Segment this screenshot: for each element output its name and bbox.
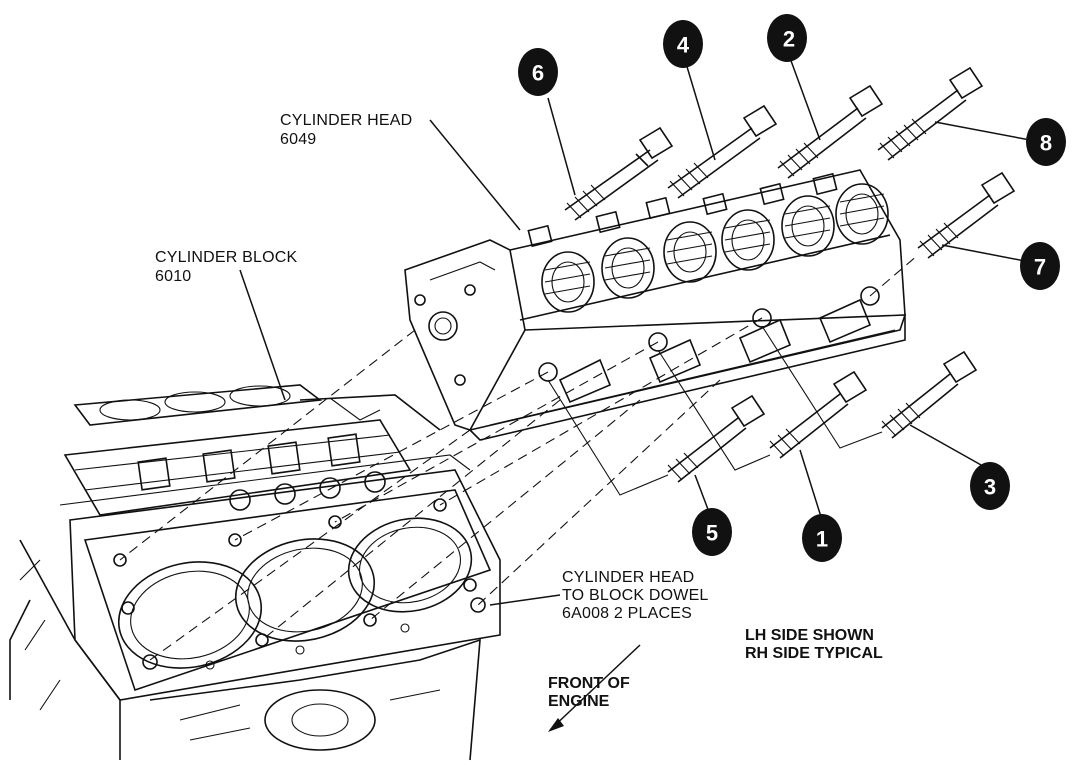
- badge-label-7: 7: [1034, 255, 1046, 280]
- badge-label-2: 2: [783, 27, 795, 52]
- dowel-label-line2: TO BLOCK DOWEL: [562, 587, 709, 604]
- bolt-badge-6: 6: [518, 48, 558, 96]
- head-bolt-7: [917, 171, 1016, 259]
- badge-label-1: 1: [816, 527, 828, 552]
- head-bolt-3: [881, 350, 978, 439]
- cylinder-head-title: CYLINDER HEAD: [280, 112, 412, 129]
- badge-label-8: 8: [1040, 131, 1052, 156]
- bolt-badge-7: 7: [1020, 242, 1060, 290]
- badge-label-3: 3: [984, 475, 996, 500]
- side-note-line2: RH SIDE TYPICAL: [745, 645, 883, 662]
- bolt-badge-8: 8: [1026, 118, 1066, 166]
- callout-labels: CYLINDER HEAD 6049 CYLINDER BLOCK 6010 C…: [155, 112, 883, 710]
- head-bolt-6: [564, 126, 674, 221]
- badge-label-4: 4: [677, 33, 690, 58]
- dowel-label-line1: CYLINDER HEAD: [562, 569, 694, 586]
- dowel-label-line3: 6A008 2 PLACES: [562, 605, 692, 622]
- sequence-badges: 6 4 2 8 7 3 5 1: [518, 14, 1066, 562]
- head-bolt-2: [777, 84, 884, 179]
- leaders: [239, 57, 1031, 732]
- badge-label-6: 6: [532, 61, 544, 86]
- front-of-engine-line2: ENGINE: [548, 693, 610, 710]
- bolt-badge-1: 1: [802, 514, 842, 562]
- badge-label-5: 5: [706, 521, 718, 546]
- head-bolts: [564, 66, 1016, 483]
- cylinder-block-part-number: 6010: [155, 268, 191, 285]
- assembly-lines: [119, 254, 919, 661]
- bolt-badge-2: 2: [767, 14, 807, 62]
- head-bolt-1: [769, 370, 868, 459]
- cylinder-head: [404, 169, 907, 441]
- bolt-badge-5: 5: [692, 508, 732, 556]
- head-bolt-8: [877, 66, 984, 161]
- side-note-line1: LH SIDE SHOWN: [745, 627, 874, 644]
- bolt-badge-4: 4: [663, 20, 703, 68]
- front-of-engine-line1: FRONT OF: [548, 675, 630, 692]
- valve-springs: [541, 183, 889, 313]
- cylinder-block: [9, 384, 501, 761]
- head-bolt-5: [667, 394, 766, 483]
- cylinder-head-part-number: 6049: [280, 131, 316, 148]
- cylinder-block-title: CYLINDER BLOCK: [155, 249, 298, 266]
- bolt-badge-3: 3: [970, 462, 1010, 510]
- head-bolt-4: [667, 104, 778, 199]
